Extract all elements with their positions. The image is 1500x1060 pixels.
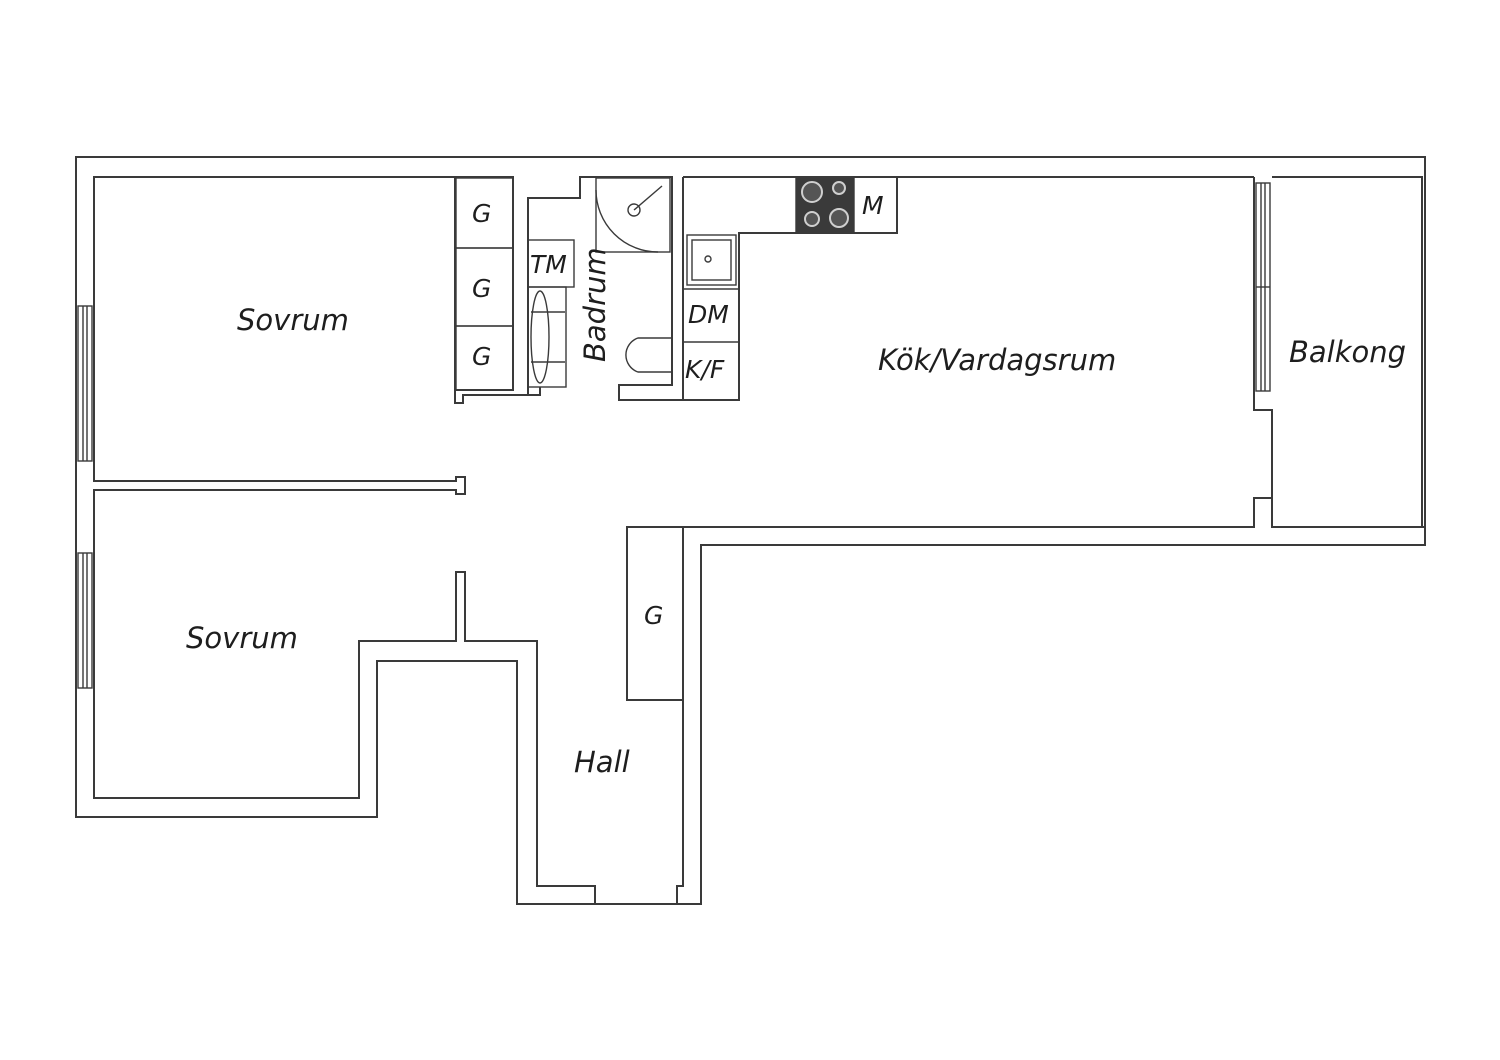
kitchen-counter [682,176,1254,401]
window-bedroom-1 [77,305,93,462]
room-label-balcony: Balkong [1289,335,1406,369]
bedroom-2-walls [93,560,596,904]
room-label-bedroom-1: Sovrum [237,303,349,337]
microwave-label: M [862,191,884,220]
room-label-hall: Hall [574,745,630,779]
hall-walls [626,497,1425,904]
bathroom [513,176,683,401]
window-bedroom-2 [77,552,93,689]
wardrobe-label-3: G [472,342,491,371]
room-label-bathroom: Badrum [578,247,612,362]
dishwasher-label: DM [688,300,729,329]
washing-machine-label: TM [530,250,567,279]
room-label-bedroom-2: Sovrum [186,621,298,655]
wardrobe-label-1: G [472,199,491,228]
fridge-freezer-label: K/F [685,355,725,384]
outer-walls [75,156,1426,905]
partition-bedrooms [93,464,466,560]
wardrobe-label-hall: G [644,601,663,630]
room-label-kitchen-living: Kök/Vardagsrum [878,343,1116,377]
balcony [1253,176,1423,527]
wardrobe-label-2: G [472,274,491,303]
wardrobes-bedroom-1 [454,176,541,404]
